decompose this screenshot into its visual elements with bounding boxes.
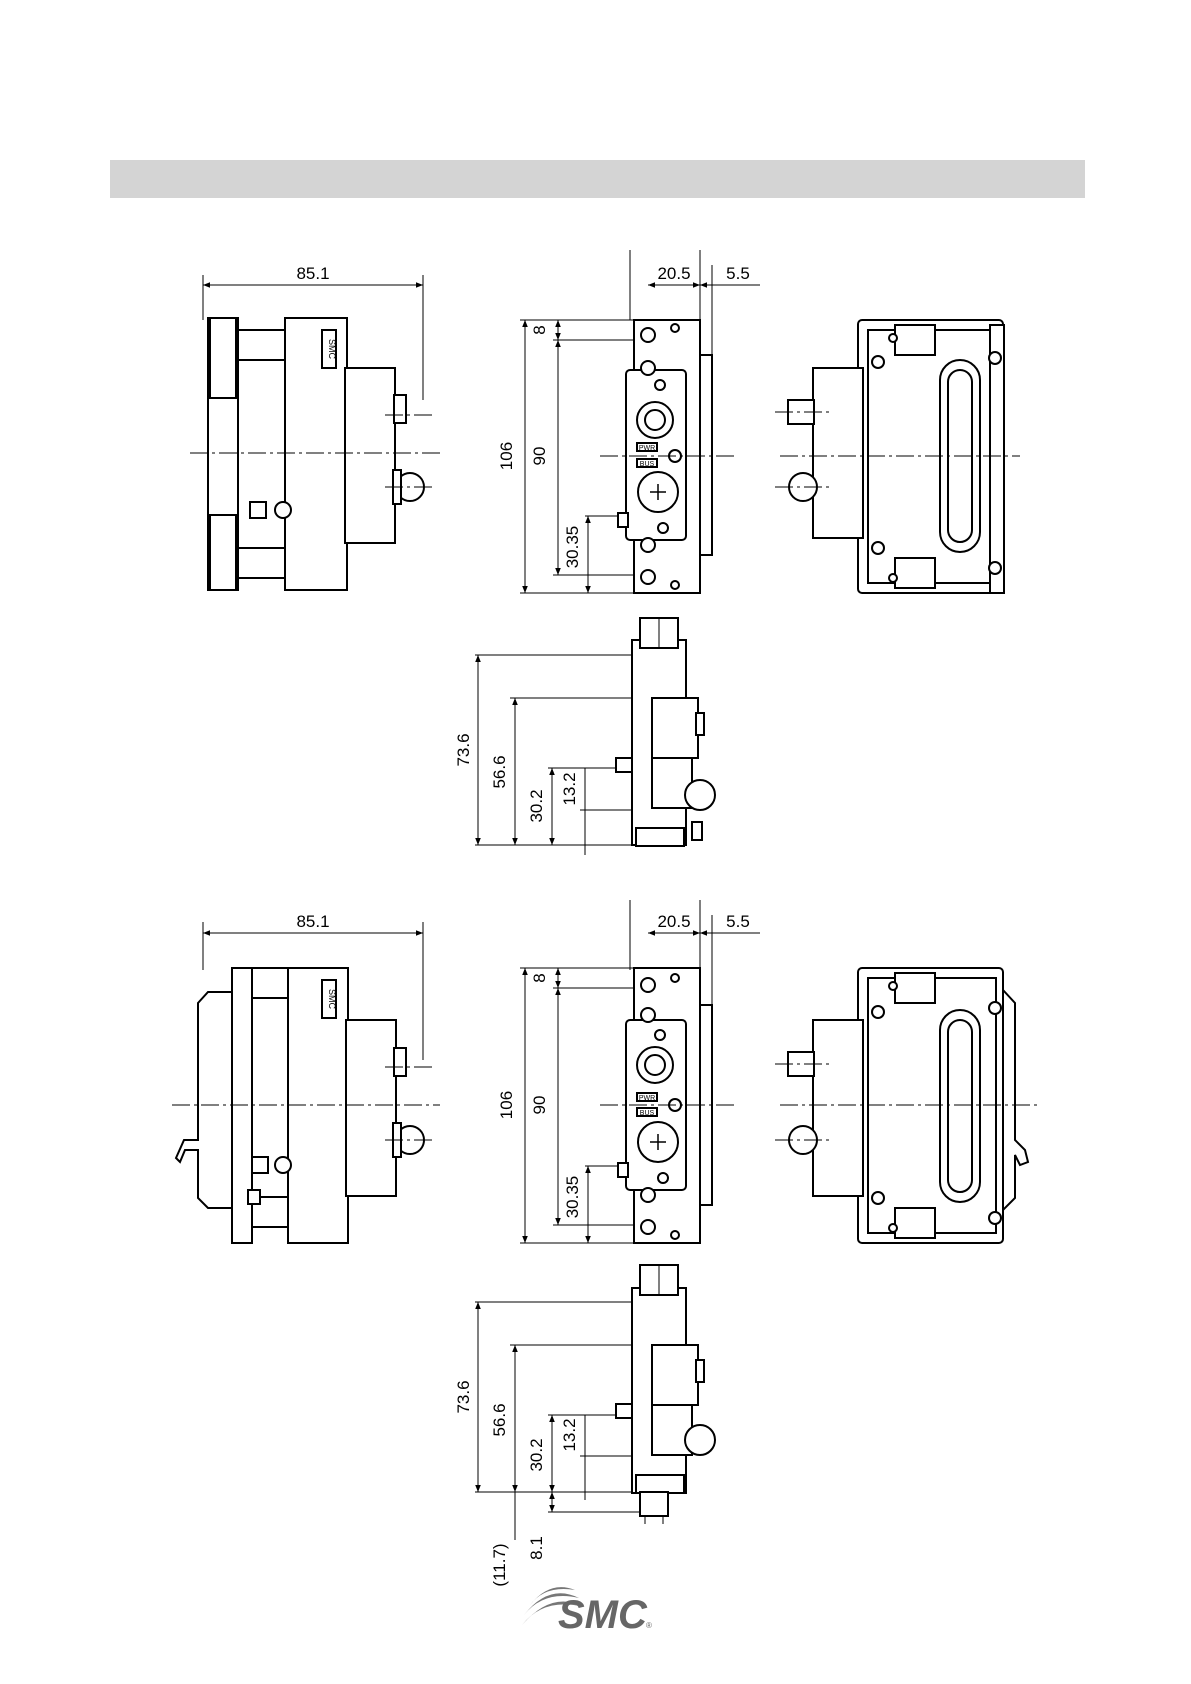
upper-front-offset-label: 5.5 (726, 264, 750, 283)
upper-smc-badge: SMC (327, 339, 337, 360)
lower-bus-label: BUS (640, 1110, 655, 1117)
upper-side-view: 85.1 SMC (190, 264, 440, 590)
smc-logo-registered: ® (646, 1621, 652, 1630)
lower-bottom-small-label: 13.2 (560, 1418, 579, 1451)
upper-front-height-label: 106 (497, 442, 516, 470)
upper-bus-label: BUS (640, 461, 655, 468)
lower-bottom-ref-label: (11.7) (490, 1543, 509, 1586)
smc-logo-text: SMC (558, 1593, 648, 1637)
lower-front-width-label: 20.5 (657, 912, 690, 931)
upper-bottom-mid-label: 56.6 (490, 755, 509, 788)
upper-front-width-label: 20.5 (657, 264, 690, 283)
upper-bottom-low-label: 30.2 (527, 789, 546, 822)
upper-bottom-view: 73.6 56.6 30.2 13.2 (454, 618, 715, 855)
lower-front-pitch-label: 90 (530, 1096, 549, 1115)
smc-logo: SMC ® (522, 1587, 652, 1637)
lower-front-view: 20.5 5.5 106 8 90 30.35 PWR BUS (497, 900, 760, 1243)
lower-bottom-total-label: 73.6 (454, 1380, 473, 1413)
upper-pwr-label: PWR (639, 445, 655, 452)
lower-bottom-view: 73.6 56.6 30.2 13.2 8.1 (11.7) (454, 1265, 715, 1587)
lower-smc-badge: SMC (327, 989, 337, 1010)
upper-back-view (775, 320, 1020, 593)
lower-side-width-label: 85.1 (296, 912, 329, 931)
upper-front-bottom-label: 30.35 (563, 526, 582, 569)
upper-bottom-total-label: 73.6 (454, 733, 473, 766)
lower-back-view (775, 968, 1040, 1243)
lower-bottom-ext-label: 8.1 (527, 1536, 546, 1560)
lower-bottom-low-label: 30.2 (527, 1438, 546, 1471)
lower-front-height-label: 106 (497, 1091, 516, 1119)
upper-front-view: 20.5 5.5 106 8 90 30.35 PWR BUS (497, 250, 760, 593)
upper-bottom-small-label: 13.2 (560, 772, 579, 805)
lower-front-offset-label: 5.5 (726, 912, 750, 931)
lower-front-bottom-label: 30.35 (563, 1176, 582, 1219)
lower-side-view: 85.1 SMC (172, 912, 440, 1243)
upper-front-top-label: 8 (530, 325, 549, 334)
lower-front-top-label: 8 (530, 973, 549, 982)
lower-bottom-mid-label: 56.6 (490, 1403, 509, 1436)
lower-pwr-label: PWR (639, 1095, 655, 1102)
upper-front-pitch-label: 90 (530, 447, 549, 466)
upper-side-width-label: 85.1 (296, 264, 329, 283)
